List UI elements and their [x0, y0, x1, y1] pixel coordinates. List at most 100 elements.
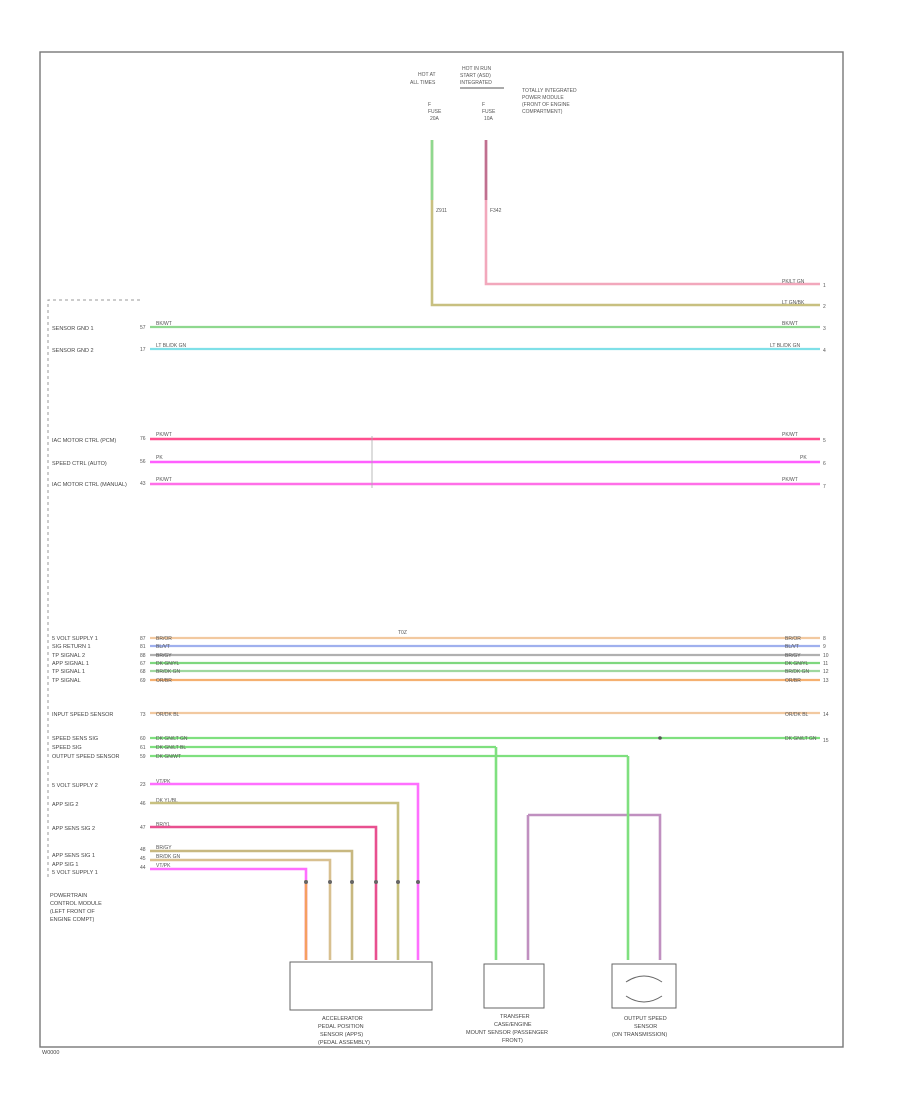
transfer-case-sensor-box [483, 963, 545, 1009]
tipm-label-4: COMPARTMENT) [522, 109, 563, 115]
right-pin-13: 13 [823, 678, 829, 684]
apps-label-4: (PEDAL ASSEMBLY) [318, 1040, 370, 1046]
row-sensor-gnd-2: SENSOR GND 2 17 LT BL/DK GN LT BL/DK GN … [52, 343, 826, 354]
top-connector-1-fuse-1: F [428, 102, 431, 108]
oss-label-2: SENSOR [634, 1024, 657, 1030]
apps-wire-3 [150, 825, 378, 960]
right-pin-7: 7 [823, 484, 826, 490]
apps-label-1: ACCELERATOR [322, 1016, 363, 1022]
row-5-color: PK/WT [156, 477, 172, 483]
tipm-label: TOTALLY INTEGRATED POWER MODULE (FRONT O… [522, 88, 577, 115]
row-6-pin: 87 [140, 636, 146, 642]
apps-label-3: SENSOR (APPS) [320, 1032, 363, 1038]
row-3-pin: 76 [140, 436, 146, 442]
right-label-8: BR/OR [785, 636, 801, 642]
row-19-pin: 48 [140, 847, 146, 853]
row-iac-manual: IAC MOTOR CTRL (MANUAL) 43 PK/WT PK/WT 7 [52, 477, 826, 490]
right-pin-1: 1 [823, 283, 826, 289]
right-label-6: PK [800, 455, 807, 461]
feed-wire-rose [484, 140, 820, 286]
right-pin-2: 2 [823, 304, 826, 310]
apps-sensor-box [289, 961, 433, 1011]
top-connector-1-wire-code: Z911 [436, 208, 447, 214]
oss-wire-violet [528, 813, 662, 960]
apps-pin-3 [350, 880, 354, 884]
top-connector-1-line-1: HOT AT [418, 72, 436, 78]
row-16-pin: 23 [140, 782, 146, 788]
row-13-pin: 60 [140, 736, 146, 742]
top-connector-2-wire-code: F342 [490, 208, 502, 214]
output-speed-sensor-box [611, 963, 677, 1009]
row-12-name: INPUT SPEED SENSOR [52, 712, 113, 718]
row-20-pin: 45 [140, 856, 146, 862]
row-15-pin: 59 [140, 754, 146, 760]
top-connector-1-fuse-3: 20A [430, 116, 440, 122]
apps-pin-1 [304, 880, 308, 884]
row-18-pin: 47 [140, 825, 146, 831]
right-pin-11: 11 [823, 661, 828, 667]
tipm-label-1: TOTALLY INTEGRATED [522, 88, 577, 94]
row-18-name: APP SENS SIG 2 [52, 826, 95, 832]
feed-wire-olive [430, 140, 820, 307]
splice-dot [658, 736, 662, 740]
top-connector-1: HOT AT ALL TIMES F FUSE 20A Z911 [410, 72, 447, 214]
row-14-name: SPEED SIG [52, 745, 82, 751]
row-13-name: SPEED SENS SIG [52, 736, 98, 742]
tcs-label-2: CASE/ENGINE [494, 1022, 532, 1028]
right-pin-8: 8 [823, 636, 826, 642]
right-pin-4: 4 [823, 348, 826, 354]
row-10-color: BR/DK GN [156, 669, 181, 675]
right-label-15: DK GN/LT GN [785, 736, 817, 742]
tipm-label-2: POWER MODULE [522, 95, 564, 101]
apps-pin-2 [328, 880, 332, 884]
row-21-name: 5 VOLT SUPPLY 1 [52, 870, 98, 876]
row-13-color: DK GN/LT GN [156, 736, 188, 742]
right-label-9: BL/VT [785, 644, 799, 650]
row-6-color: BR/OR [156, 636, 172, 642]
apps-sensor-label: ACCELERATOR PEDAL POSITION SENSOR (APPS)… [318, 1016, 370, 1046]
row-1-pin: 57 [140, 325, 146, 331]
top-connector-2-fuse-3: 10A [484, 116, 494, 122]
right-pin-5: 5 [823, 438, 826, 444]
row-19-name: APP SENS SIG 1 [52, 853, 95, 859]
right-label-7: PK/WT [782, 477, 798, 483]
apps-wire-4 [150, 849, 354, 960]
top-connector-2-fuse-1: F [482, 102, 485, 108]
apps-label-2: PEDAL POSITION [318, 1024, 364, 1030]
apps-connector-pins [304, 880, 420, 884]
tcs-label-1: TRANSFER [500, 1014, 530, 1020]
diagram-frame [39, 51, 844, 1048]
row-3-name: IAC MOTOR CTRL (PCM) [52, 438, 116, 444]
top-connector-2-line-3: INTEGRATED [460, 80, 492, 86]
right-label-13: OR/BR [785, 678, 801, 684]
transfer-case-sensor-label: TRANSFER CASE/ENGINE MOUNT SENSOR (PASSE… [466, 1014, 548, 1044]
top-connector-2: HOT IN RUN START (ASD) INTEGRATED F FUSE… [460, 66, 502, 214]
right-label-10: BR/GY [785, 653, 801, 659]
row-14-color: DK GN/LT BL [156, 745, 186, 751]
tcs-label-3: MOUNT SENSOR (PASSENGER [466, 1030, 548, 1036]
row-10-pin: 68 [140, 669, 146, 675]
row-4-color: PK [156, 455, 163, 461]
row-5-name: IAC MOTOR CTRL (MANUAL) [52, 482, 127, 488]
sensor-bundle: T0Z 5 VOLT SUPPLY 1 SIG RETURN 1 TP SIGN… [52, 630, 829, 760]
right-label-3: BK/WT [782, 321, 798, 327]
pcm-label-2: CONTROL MODULE [50, 901, 102, 907]
right-label-1: PK/LT GN [782, 279, 805, 285]
apps-pin-6 [416, 880, 420, 884]
row-18-color: BR/YL [156, 822, 171, 828]
right-pin-9: 9 [823, 644, 826, 650]
row-2-color: LT BL/DK GN [156, 343, 186, 349]
top-connector-1-fuse-2: FUSE [428, 109, 442, 115]
row-12-pin: 73 [140, 712, 146, 718]
row-5-pin: 43 [140, 481, 146, 487]
row-17-name: APP SIG 2 [52, 802, 79, 808]
pcm-label-1: POWERTRAIN [50, 893, 87, 899]
row-6-name: 5 VOLT SUPPLY 1 [52, 636, 98, 642]
top-connector-2-fuse-2: FUSE [482, 109, 496, 115]
row-11-name: TP SIGNAL [52, 678, 81, 684]
row-9-color: DK GN/YL [156, 661, 180, 667]
row-8-name: TP SIGNAL 2 [52, 653, 85, 659]
bundle-tag: T0Z [398, 630, 407, 636]
top-connector-1-line-2: ALL TIMES [410, 80, 436, 86]
